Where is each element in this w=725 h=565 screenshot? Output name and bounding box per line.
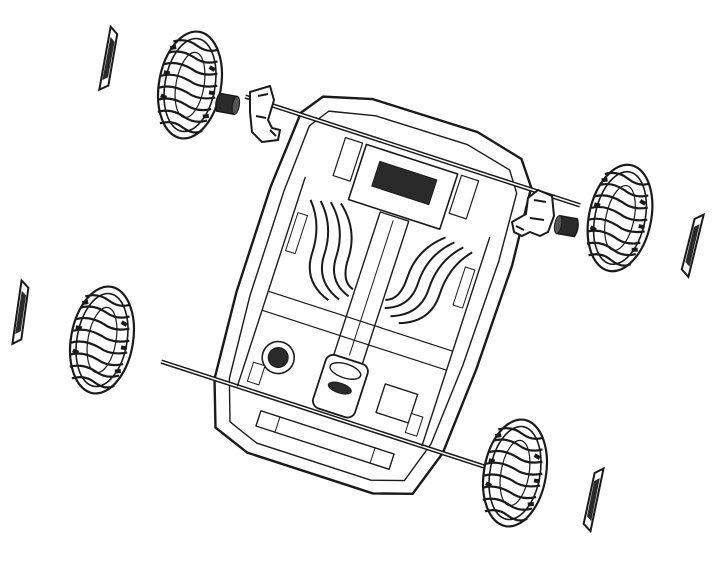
bushing-left [213, 92, 242, 116]
wheel-rear-right [473, 413, 557, 533]
bushing-right [552, 214, 581, 238]
wheel-front-right [577, 157, 663, 279]
steering-knuckle-right [511, 189, 555, 237]
hubcap-front-right [679, 211, 705, 279]
chassis-body [160, 94, 581, 495]
wheel-front-left [148, 25, 232, 145]
wheel-rear-left [60, 280, 144, 400]
hubcap-rear-right [581, 465, 605, 533]
hubcap-rear-left [9, 279, 33, 347]
steering-knuckle-left [249, 85, 281, 143]
hubcap-front-left [96, 25, 122, 93]
